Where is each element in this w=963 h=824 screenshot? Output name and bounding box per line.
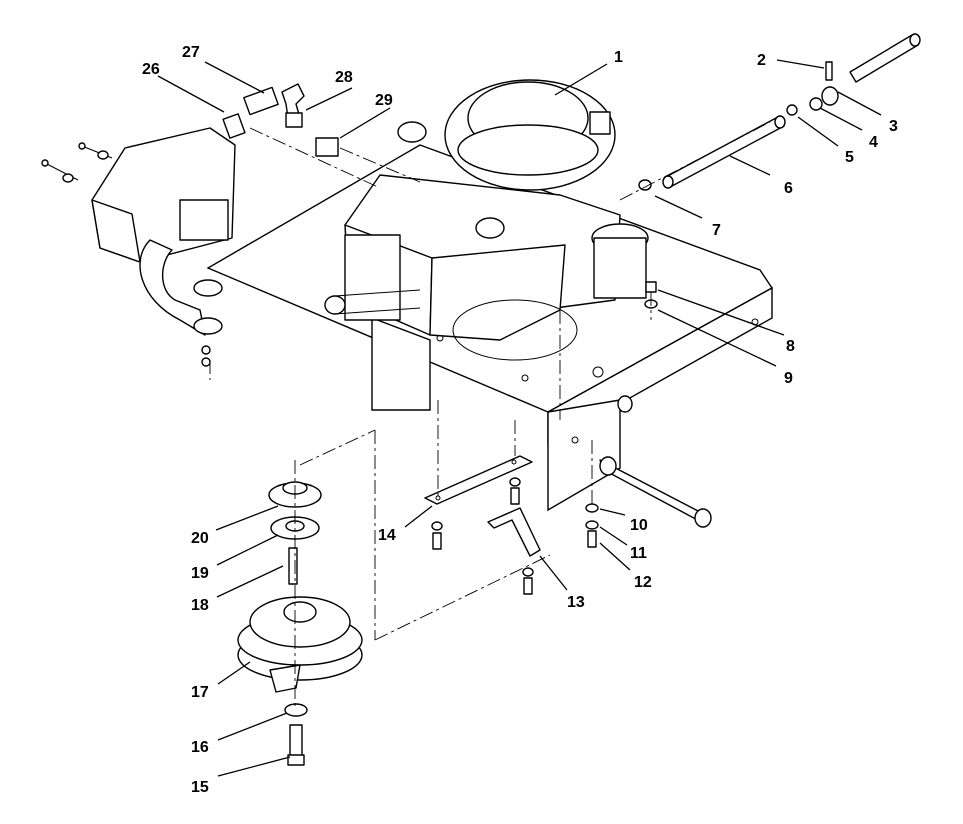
callout-5: 5 bbox=[845, 149, 854, 166]
callout-11: 11 bbox=[630, 545, 647, 562]
callout-8: 8 bbox=[786, 338, 795, 355]
engine bbox=[324, 79, 649, 361]
fuel-line-assembly bbox=[638, 33, 921, 191]
callout-3: 3 bbox=[889, 118, 898, 135]
axle-tube bbox=[599, 395, 712, 528]
phantom-lines bbox=[209, 121, 771, 710]
callout-18: 18 bbox=[191, 597, 209, 614]
callout-28: 28 bbox=[335, 69, 353, 86]
callout-26: 26 bbox=[142, 61, 160, 78]
callout-labels: 1 2 3 4 5 6 7 8 9 10 11 12 13 14 15 16 1… bbox=[142, 44, 898, 796]
callout-16: 16 bbox=[191, 739, 209, 756]
muffler-bolts bbox=[41, 142, 113, 183]
brackets bbox=[424, 455, 599, 595]
callout-12: 12 bbox=[634, 574, 652, 591]
callout-27: 27 bbox=[182, 44, 200, 61]
leader-lines bbox=[157, 59, 882, 777]
callout-10: 10 bbox=[630, 517, 648, 534]
muffler bbox=[91, 127, 236, 367]
callout-9: 9 bbox=[784, 370, 793, 387]
callout-4: 4 bbox=[869, 134, 878, 151]
callout-6: 6 bbox=[784, 180, 793, 197]
callout-17: 17 bbox=[191, 684, 209, 701]
callout-13: 13 bbox=[567, 594, 585, 611]
clutch-assembly bbox=[237, 481, 363, 766]
fittings bbox=[222, 83, 339, 157]
callout-1: 1 bbox=[614, 49, 623, 66]
callout-2: 2 bbox=[757, 52, 766, 69]
callout-29: 29 bbox=[375, 92, 393, 109]
callout-14: 14 bbox=[378, 527, 396, 544]
callout-15: 15 bbox=[191, 779, 209, 796]
callout-20: 20 bbox=[191, 530, 209, 547]
callout-7: 7 bbox=[712, 222, 721, 239]
callout-19: 19 bbox=[191, 565, 209, 582]
